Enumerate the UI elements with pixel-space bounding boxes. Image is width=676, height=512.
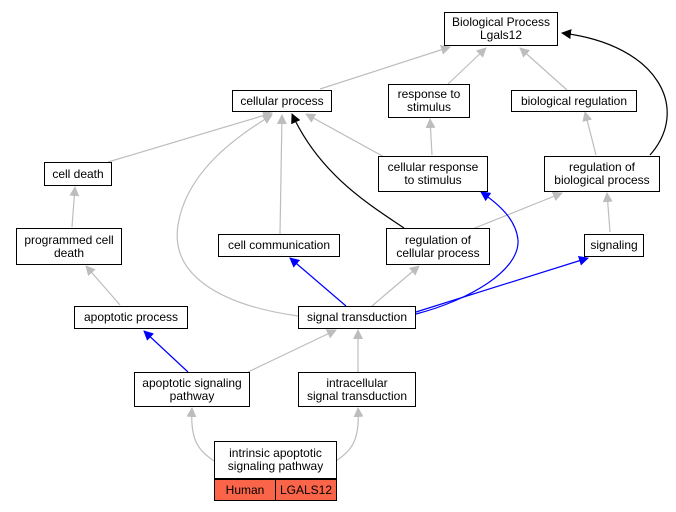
edge-response-to-bp — [447, 47, 487, 85]
node-response-to-stimulus[interactable]: response to stimulus — [388, 84, 470, 118]
edge-iasp-to-ist — [335, 407, 364, 462]
node-apoptotic-signaling-pathway[interactable]: apoptotic signaling pathway — [134, 372, 250, 407]
node-cell-communication[interactable]: cell communication — [218, 234, 340, 257]
gene-tag[interactable]: LGALS12 — [275, 480, 336, 500]
node-cell-death[interactable]: cell death — [44, 162, 112, 186]
gene-tag-row: Human LGALS12 — [214, 479, 337, 501]
edge-regbp-to-bp — [561, 29, 668, 156]
node-cellular-process[interactable]: cellular process — [232, 90, 332, 112]
node-regulation-of-cellular-process[interactable]: regulation of cellular process — [386, 228, 490, 265]
edge-regcp-to-regbp — [469, 191, 563, 231]
node-biological-regulation[interactable]: biological regulation — [511, 90, 637, 112]
node-intrinsic-apoptotic-signaling-pathway[interactable]: intrinsic apoptotic signaling pathway — [214, 441, 337, 479]
edge-apoptotic-to-pcd — [85, 265, 121, 306]
edge-st-to-cp — [176, 114, 299, 317]
edge-asp-to-apoptotic — [143, 330, 189, 373]
edge-cellular-process-to-bp — [319, 45, 451, 90]
edge-regcp-to-cp — [291, 113, 405, 229]
species-tag[interactable]: Human — [215, 480, 275, 500]
edge-pcd-to-celldeath — [69, 186, 80, 228]
edge-celldeath-to-cp — [107, 110, 273, 163]
node-regulation-of-biological-process[interactable]: regulation of biological process — [544, 156, 660, 192]
edge-cellcomm-to-cp — [276, 114, 287, 235]
node-signal-transduction[interactable]: signal transduction — [298, 306, 416, 329]
edge-regbp-to-bioreg — [582, 111, 597, 156]
node-cellular-response-to-stimulus[interactable]: cellular response to stimulus — [378, 156, 488, 192]
node-apoptotic-process[interactable]: apoptotic process — [74, 306, 188, 329]
node-biological-process[interactable]: Biological Process Lgals12 — [444, 12, 558, 46]
node-intracellular-signal-transduction[interactable]: intracellular signal transduction — [298, 372, 416, 407]
edge-asp-to-st — [247, 329, 337, 373]
edge-bioreg-to-bp — [519, 47, 568, 91]
edge-iasp-to-asp — [186, 407, 215, 462]
edge-st-to-cellresp — [415, 191, 519, 315]
node-programmed-cell-death[interactable]: programmed cell death — [16, 228, 122, 265]
edge-signaling-to-regbp — [602, 192, 613, 233]
edge-cellresp-to-cp — [305, 113, 387, 159]
edge-cellresp-to-rts — [425, 118, 436, 156]
edge-st-to-cellcomm — [289, 257, 347, 307]
node-signaling[interactable]: signaling — [584, 234, 644, 257]
edge-st-to-signaling — [415, 255, 589, 313]
edge-st-to-regcp — [371, 265, 420, 307]
